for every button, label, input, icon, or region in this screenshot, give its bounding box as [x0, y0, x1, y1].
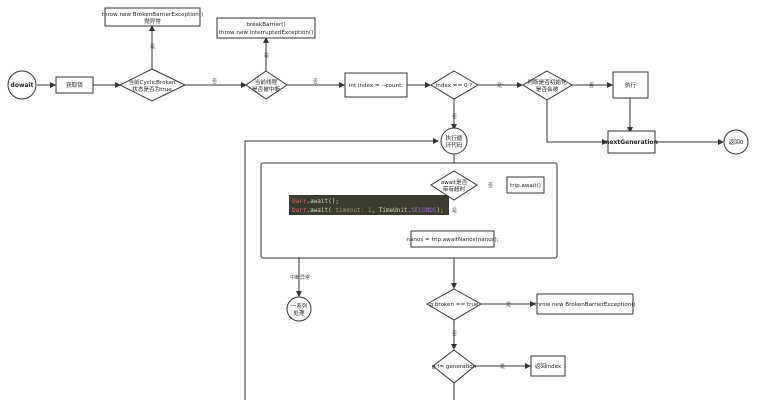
edge-label-action-no: 否: [589, 83, 594, 89]
edge-label-generation-yes: 是: [500, 364, 505, 370]
edge-label-gbroken-yes: 是: [506, 302, 511, 308]
dowait-node: dowait: [7, 70, 37, 100]
lock-label: 获取锁: [66, 81, 83, 89]
break-barrier-node: breakBarrier() throw new InterruptedExce…: [216, 17, 316, 39]
trip-await-label: trip.await(): [510, 183, 541, 189]
edge-label-interrupt-yes: 是: [264, 53, 269, 59]
index-assign-label: int index = --count;: [349, 83, 403, 89]
edge-label-await-no: 否: [488, 183, 493, 189]
index-zero-node: index == 0 ?: [430, 70, 479, 100]
edge-label-interrupt-no: 否: [313, 79, 318, 85]
code-line2-sep: , TimeUnit.: [372, 207, 412, 214]
throw-broken-top-line1: throw new BrokenBarrierException(): [102, 12, 203, 18]
throw-broken-bottom-label: throw new BrokenBarrierException(): [534, 302, 635, 308]
break-barrier-line1: breakBarrier(): [246, 22, 285, 28]
code-line2-num: 1: [368, 207, 372, 214]
interrupt-check-node: 当前线程 是否被中断: [245, 70, 288, 100]
loop-start-line1: 执行循: [446, 134, 463, 142]
nanos-label: nanos = trip.awaitNanos(nanos);: [406, 237, 498, 243]
return-zero-node: 返回0: [723, 129, 749, 155]
loop-start-node: 执行循 环代码: [440, 127, 468, 155]
execute-label: 执行: [625, 81, 637, 89]
code-line1-var: barr: [292, 198, 307, 205]
trip-await-node: trip.await(): [506, 176, 545, 194]
code-block: barr.await(); barr.await( timeout: 1, Ti…: [289, 195, 449, 215]
next-generation-node: nextGeneration: [605, 130, 658, 154]
generation-check-node: g != generation: [432, 349, 477, 384]
code-line2-var: barr: [292, 207, 307, 214]
interrupt-check-line2: 是否被中断: [252, 85, 280, 93]
index-assign-node: int index = --count;: [344, 72, 408, 98]
edge-labels: 是 否 是 否 是 否 否 否 是 中断异常 是 否 是: [150, 44, 594, 370]
return-index-label: 返回index: [535, 363, 562, 370]
edge-label-broken-no: 否: [212, 79, 217, 85]
broken-check-line2: 状态是否为true: [132, 85, 172, 93]
return-index-node: 返回index: [530, 355, 566, 377]
generation-check-label: g != generation: [432, 364, 477, 370]
lock-node: 获取锁: [55, 76, 94, 94]
edge-label-index-yes: 是: [497, 83, 502, 89]
svg-text:barr.await();: barr.await();: [292, 198, 339, 205]
svg-text:barr.await( timeout: 1, TimeUn: barr.await( timeout: 1, TimeUnit.SECONDS…: [292, 207, 444, 214]
g-broken-node: g.broken == true: [425, 288, 483, 321]
dowait-label: dowait: [11, 82, 34, 89]
g-broken-label: g.broken == true: [430, 302, 479, 308]
edge-label-broken-yes: 是: [150, 44, 155, 50]
nanos-node: nanos = trip.awaitNanos(nanos);: [406, 230, 499, 248]
execute-node: 执行: [612, 71, 649, 99]
loop-start-line2: 环代码: [446, 141, 463, 149]
code-line1-rest: .await();: [306, 198, 339, 205]
return-zero-label: 返回0: [729, 139, 744, 146]
edge-label-index-no: 否: [452, 114, 457, 120]
edge-label-await-yes: 是: [452, 208, 457, 214]
handle-exc-node: 一系列 处理: [286, 296, 312, 322]
throw-broken-top-node: throw new BrokenBarrierException() 抛异常: [102, 7, 203, 27]
throw-broken-bottom-node: throw new BrokenBarrierException(): [534, 293, 636, 315]
run-action-node: 判断是否初始化 是否会被: [522, 70, 573, 101]
await-timeout-line1: await是否: [441, 179, 468, 186]
code-line2-param: timeout:: [335, 207, 368, 214]
index-zero-label: index == 0 ?: [436, 83, 473, 89]
code-line2-mid: .await(: [306, 207, 335, 214]
edge-label-interrupt-exc: 中断异常: [290, 274, 310, 281]
broken-check-line1: 当前CyclicBroken: [128, 78, 176, 86]
next-generation-label: nextGeneration: [605, 139, 658, 146]
handle-exc-line2: 处理: [293, 309, 305, 317]
code-line2-end: );: [437, 207, 444, 214]
throw-broken-top-line2: 抛异常: [144, 17, 161, 25]
code-line2-const: SECONDS: [411, 207, 437, 214]
run-action-line2: 是否会被: [536, 85, 559, 93]
interrupt-check-line1: 当前线程: [255, 78, 278, 86]
break-barrier-line2: throw new InterruptedException(): [219, 30, 314, 36]
handle-exc-line1: 一系列: [291, 302, 308, 310]
run-action-line1: 判断是否初始化: [527, 78, 567, 86]
await-timeout-line2: 带有超时: [443, 185, 466, 193]
edge-label-gbroken-no: 否: [452, 331, 457, 337]
await-timeout-node: await是否 带有超时: [430, 170, 478, 201]
broken-check-node: 当前CyclicBroken 状态是否为true: [118, 68, 187, 102]
